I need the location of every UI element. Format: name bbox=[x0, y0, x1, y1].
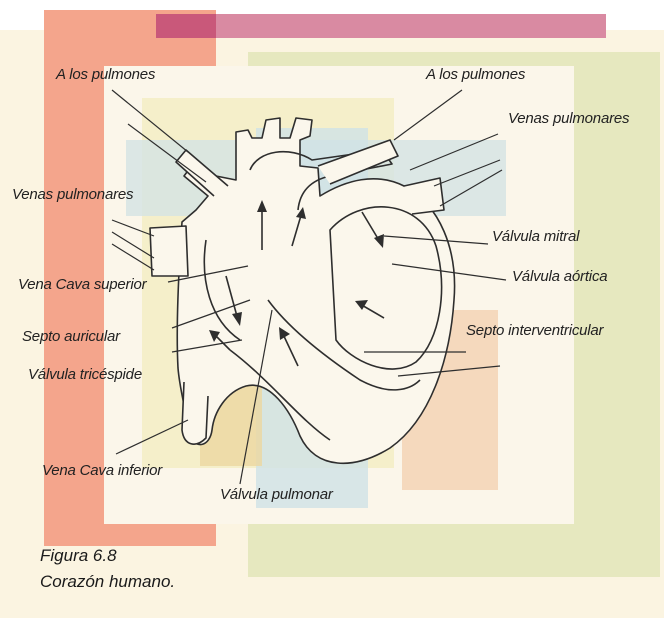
label-lungs-right: A los pulmones bbox=[426, 66, 525, 83]
left-ventricle bbox=[330, 207, 442, 369]
label-tricuspid-valve: Válvula tricéspide bbox=[28, 366, 142, 383]
pink-bar-dark bbox=[156, 14, 216, 38]
figure-title: Corazón humano. bbox=[40, 572, 175, 592]
label-aortic-valve: Válvula aórtica bbox=[512, 268, 607, 285]
label-mitral-valve: Válvula mitral bbox=[492, 228, 579, 245]
label-interventricular-septum: Septo interventricular bbox=[466, 322, 603, 339]
pink-bar bbox=[156, 14, 606, 38]
label-pulmonary-veins-left: Venas pulmonares bbox=[12, 186, 133, 203]
label-pulmonary-veins-right: Venas pulmonares bbox=[508, 110, 629, 127]
label-lungs-left: A los pulmones bbox=[56, 66, 155, 83]
label-atrial-septum: Septo auricular bbox=[22, 328, 120, 345]
label-inferior-vena-cava: Vena Cava inferior bbox=[42, 462, 162, 479]
left-pulmonary-veins bbox=[150, 226, 188, 276]
label-pulmonary-valve: Válvula pulmonar bbox=[220, 486, 333, 503]
label-superior-vena-cava: Vena Cava superior bbox=[18, 276, 146, 293]
figure-number: Figura 6.8 bbox=[40, 546, 117, 566]
